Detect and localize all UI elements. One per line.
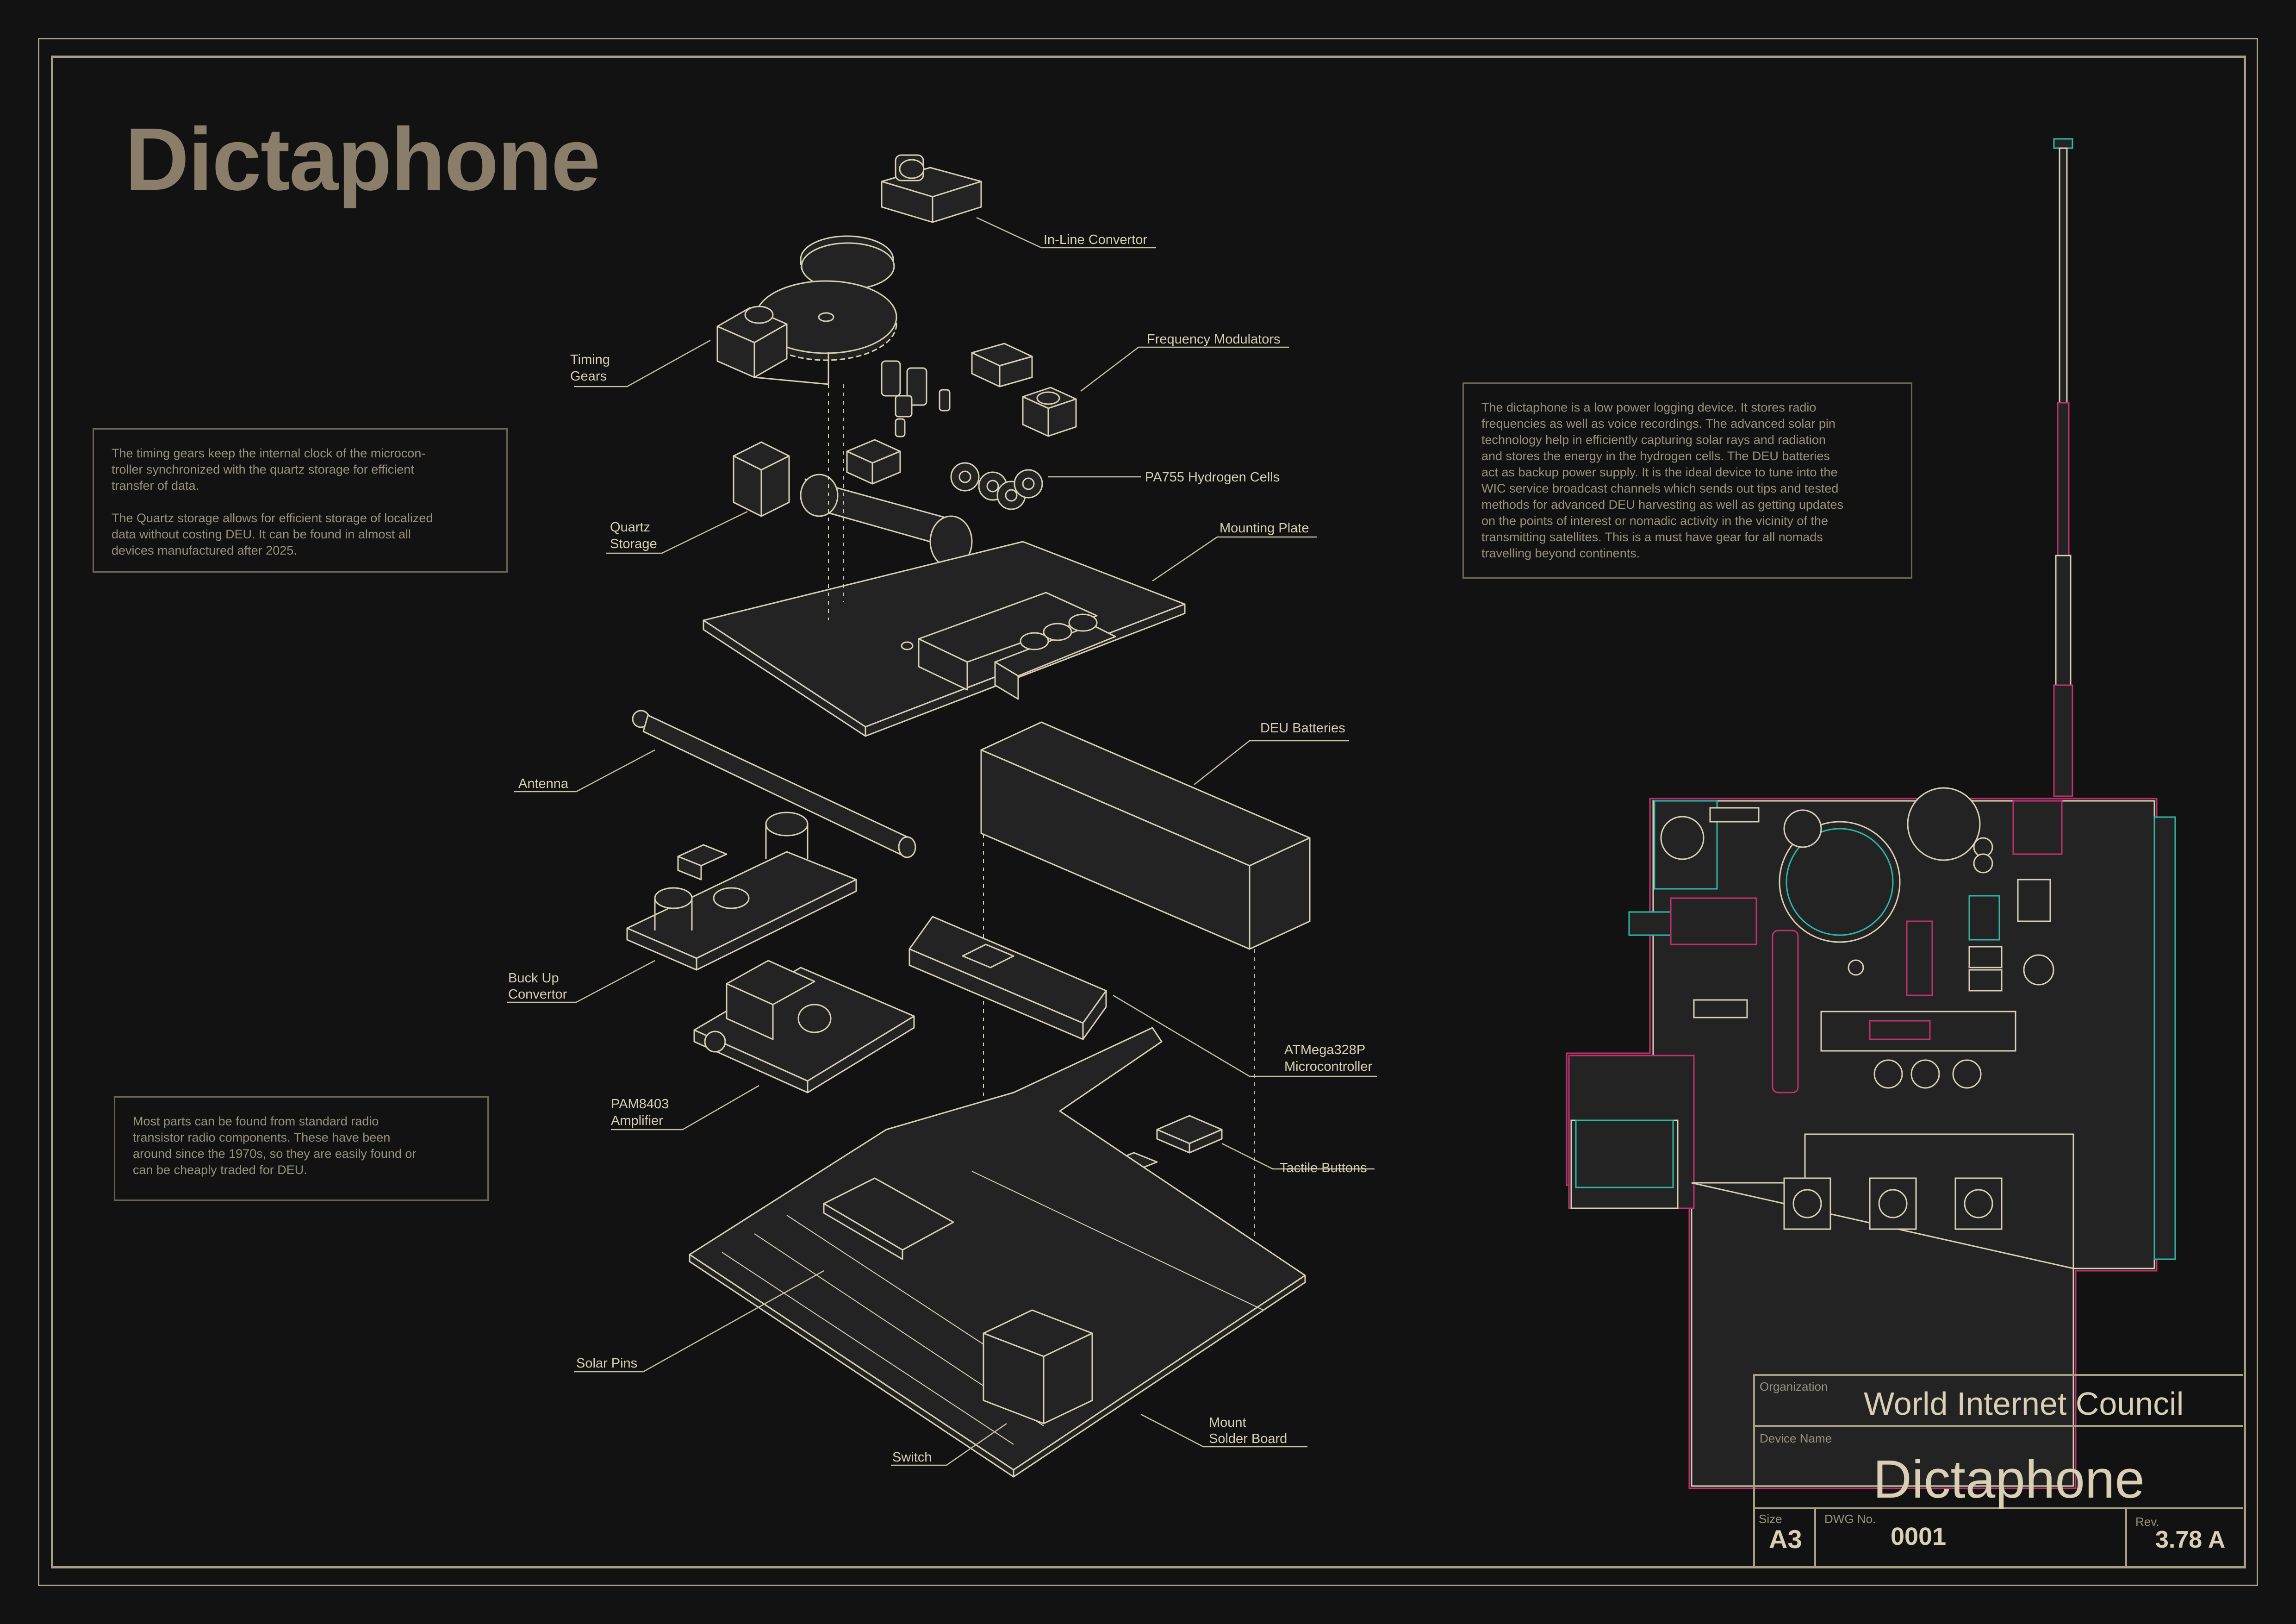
title-block: Organization World Internet Council Devi… xyxy=(1753,1374,2243,1568)
label-solar-pins: Solar Pins xyxy=(576,1356,637,1371)
label-quartz-storage-2: Storage xyxy=(610,537,657,551)
label-timing-gears-2: Gears xyxy=(570,369,607,384)
timing-note: The timing gears keep the internal clock… xyxy=(93,428,508,573)
hydrogen-cells-part xyxy=(950,462,1043,510)
parts-note: Most parts can be found from standard ra… xyxy=(114,1096,489,1201)
label-pa755: PA755 Hydrogen Cells xyxy=(1145,470,1280,485)
organization-name: World Internet Council xyxy=(1864,1386,2184,1422)
label-deu-batteries: DEU Batteries xyxy=(1260,721,1345,736)
about-note: The dictaphone is a low power logging de… xyxy=(1462,382,1912,579)
inline-convertor-part xyxy=(881,154,982,223)
deu-batteries-part xyxy=(980,721,1311,950)
frequency-modulators-part xyxy=(881,343,1077,437)
label-switch: Switch xyxy=(892,1450,932,1465)
label-frequency-modulators: Frequency Modulators xyxy=(1147,332,1281,347)
label-mount-1: Mount xyxy=(1209,1415,1246,1430)
solder-board-part xyxy=(689,1027,1306,1478)
label-timing-gears-1: Timing xyxy=(570,352,610,367)
dwg-number: 0001 xyxy=(1891,1523,1947,1550)
label-buck-up-2: Convertor xyxy=(508,987,567,1002)
label-pam8403-2: Amplifier xyxy=(611,1113,663,1128)
label-atmega-1: ATMega328P xyxy=(1284,1043,1365,1057)
device-caption: Device Name xyxy=(1760,1431,1832,1445)
size-caption: Size xyxy=(1759,1512,1782,1526)
timing-gears-part xyxy=(716,235,897,385)
pam8403-amplifier-part xyxy=(693,960,915,1093)
label-antenna: Antenna xyxy=(518,776,569,791)
label-mounting-plate: Mounting Plate xyxy=(1220,521,1309,536)
buck-up-convertor-part xyxy=(626,812,857,971)
inner-frame xyxy=(51,56,2246,1568)
label-inline-convertor: In-Line Convertor xyxy=(1044,232,1147,247)
assembled-antenna xyxy=(2053,138,2073,797)
quartz-storage-part xyxy=(733,441,973,568)
device-name: Dictaphone xyxy=(1873,1449,2145,1509)
label-mount-2: Solder Board xyxy=(1209,1431,1287,1446)
antenna-part xyxy=(632,710,916,858)
switch-part xyxy=(983,1309,1093,1424)
label-tactile-buttons: Tactile Buttons xyxy=(1280,1161,1367,1175)
mounting-plate-part xyxy=(703,541,1186,737)
organization-row: Organization World Internet Council xyxy=(1755,1376,2243,1427)
rev-caption: Rev. xyxy=(2135,1515,2159,1529)
label-atmega-2: Microcontroller xyxy=(1284,1059,1372,1074)
drawing-info-row: Size A3 DWG No. 0001 Rev. 3.78 A xyxy=(1755,1509,2243,1568)
org-caption: Organization xyxy=(1760,1380,1828,1393)
atmega-microcontroller-part xyxy=(908,916,1107,1040)
outer-frame xyxy=(38,38,2258,1586)
dwg-caption: DWG No. xyxy=(1824,1512,1876,1526)
label-quartz-storage-1: Quartz xyxy=(610,520,650,535)
label-pam8403-1: PAM8403 xyxy=(611,1097,669,1112)
device-row: Device Name Dictaphone xyxy=(1755,1427,2243,1509)
size-value: A3 xyxy=(1769,1524,1802,1554)
assembled-device xyxy=(1566,138,2176,1489)
rev-value: 3.78 A xyxy=(2155,1526,2226,1553)
label-buck-up-1: Buck Up xyxy=(508,971,559,986)
page-title: Dictaphone xyxy=(125,109,600,209)
